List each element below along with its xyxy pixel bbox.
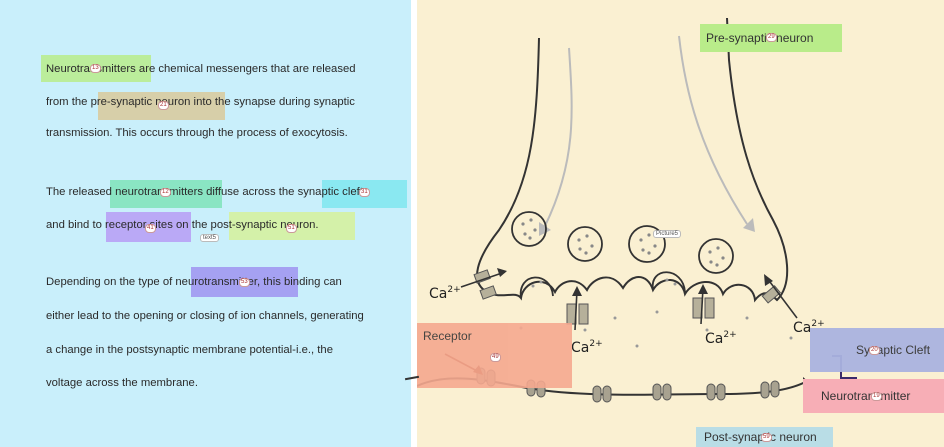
highlight-badge: 41 bbox=[145, 224, 156, 233]
paragraph-3-line-1: Depending on the type of neurotransmitte… bbox=[46, 274, 342, 290]
receptor-label: Receptor bbox=[423, 329, 472, 343]
highlight-badge: 51 bbox=[286, 224, 297, 233]
flow-arrow-left bbox=[545, 48, 572, 226]
picture-tag: Picture5 bbox=[653, 230, 681, 238]
paragraph-1-line-2: from the pre-synaptic neuron into the sy… bbox=[46, 94, 355, 110]
diagram-badge: 49 bbox=[490, 353, 501, 362]
diagram-badge: 59 bbox=[761, 433, 772, 442]
paragraph-2-line-1: The released neurotransmitters diffuse a… bbox=[46, 184, 363, 200]
diagram-badge: 20 bbox=[869, 346, 880, 355]
highlight-badge: 12 bbox=[160, 188, 171, 197]
presynaptic-label: Pre-synaptic neuron bbox=[706, 31, 813, 45]
vesicles bbox=[512, 212, 733, 273]
panel-divider bbox=[411, 0, 417, 447]
ca-label-3: Ca2+ bbox=[705, 330, 737, 347]
presynaptic-membrane bbox=[477, 18, 787, 300]
synapse-diagram-panel: Ca2+ Ca2+ Ca2+ Ca2+ Pre-synaptic neuron … bbox=[417, 0, 944, 447]
paragraph-2-line-2: and bind to receptor sites on the post-s… bbox=[46, 217, 319, 233]
paragraph-3-line-3: a change in the postsynaptic membrane po… bbox=[46, 342, 333, 358]
highlight-badge: 31 bbox=[359, 188, 370, 197]
fusing-vesicles bbox=[521, 272, 685, 298]
paragraph-3-line-4: voltage across the membrane. bbox=[46, 375, 198, 391]
ca-label-1: Ca2+ bbox=[429, 285, 461, 302]
ca-label-2: Ca2+ bbox=[571, 339, 603, 356]
diagram-badge: 19 bbox=[871, 392, 882, 401]
paragraph-3-line-2: either lead to the opening or closing of… bbox=[46, 308, 364, 324]
text-tag: text5 bbox=[200, 234, 219, 242]
synaptic-cleft-label: Synaptic Cleft bbox=[856, 343, 930, 357]
highlight-badge: 53 bbox=[239, 278, 250, 287]
diagram-badge: 29 bbox=[766, 33, 777, 42]
text-panel: Neurotransmitters are chemical messenger… bbox=[0, 0, 411, 447]
vesicle-dots bbox=[521, 218, 724, 266]
neurotransmitter-label: Neurotransmitter bbox=[821, 389, 910, 403]
flow-arrow-right bbox=[679, 36, 747, 224]
paragraph-1-line-3: transmission. This occurs through the pr… bbox=[46, 125, 348, 141]
highlight-badge: 21 bbox=[158, 101, 169, 110]
highlight-badge: 13 bbox=[90, 64, 101, 73]
